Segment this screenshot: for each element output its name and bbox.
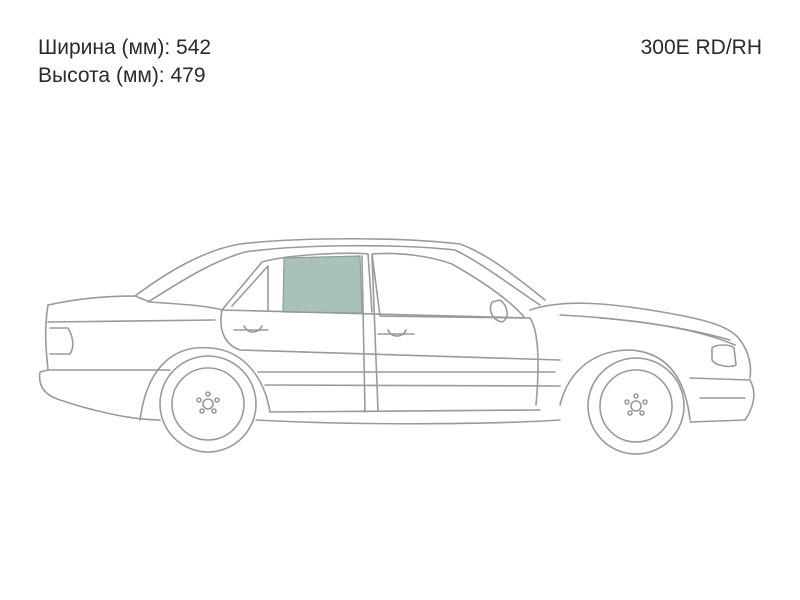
highlighted-glass[interactable]	[282, 255, 363, 314]
dimensions-block: Ширина (мм): 542 Высота (мм): 479	[38, 34, 211, 90]
width-label: Ширина (мм): 542	[38, 36, 212, 59]
model-label: 300E RD/RH	[640, 36, 762, 59]
height-label: Высота (мм): 479	[38, 64, 206, 87]
